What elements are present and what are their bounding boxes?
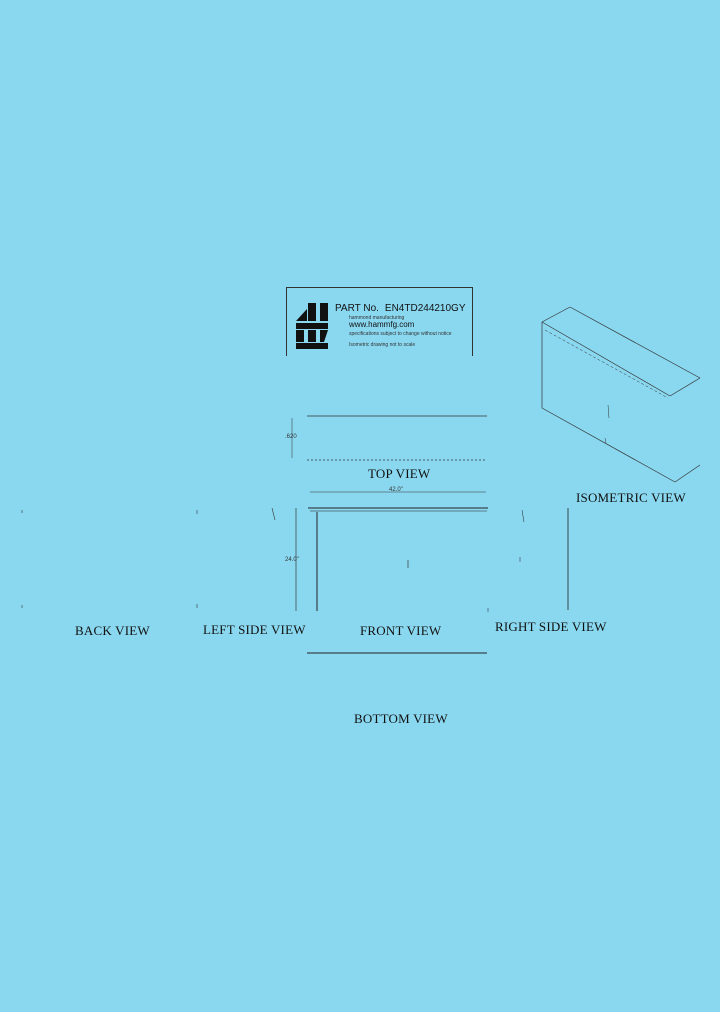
left-side-view-label: LEFT SIDE VIEW (203, 622, 306, 637)
width-dimension: 42.0" (389, 487, 403, 493)
title-block-line3: Isometric drawing not to scale (349, 342, 416, 348)
back-view-label: BACK VIEW (75, 623, 150, 638)
height-dimension: 24.0" (285, 557, 299, 563)
top-view-label: TOP VIEW (368, 466, 431, 481)
part-number-label: PART No. (335, 303, 379, 314)
website-text: www.hammfg.com (349, 320, 415, 329)
right-side-view-drawing (487, 508, 569, 612)
isometric-view-drawing (541, 306, 701, 483)
front-view-drawing (295, 507, 488, 611)
title-block: PART No. EN4TD244210GY hammond manufactur… (286, 287, 473, 356)
hammond-logo-icon (296, 303, 328, 349)
top-view-drawing (291, 415, 487, 493)
title-block-line2: specifications subject to change without… (349, 331, 452, 337)
part-number-line: PART No. EN4TD244210GY (335, 303, 466, 314)
isometric-view-label: ISOMETRIC VIEW (576, 490, 686, 505)
front-view-label: FRONT VIEW (360, 623, 442, 638)
part-number-value: EN4TD244210GY (384, 303, 466, 314)
right-side-view-label: RIGHT SIDE VIEW (495, 619, 607, 634)
left-side-view-drawing (196, 507, 276, 608)
title-block-line1: hammond manufacturing (349, 315, 405, 321)
bottom-view-label: BOTTOM VIEW (354, 711, 448, 726)
top-depth-dimension: .620 (285, 434, 297, 440)
